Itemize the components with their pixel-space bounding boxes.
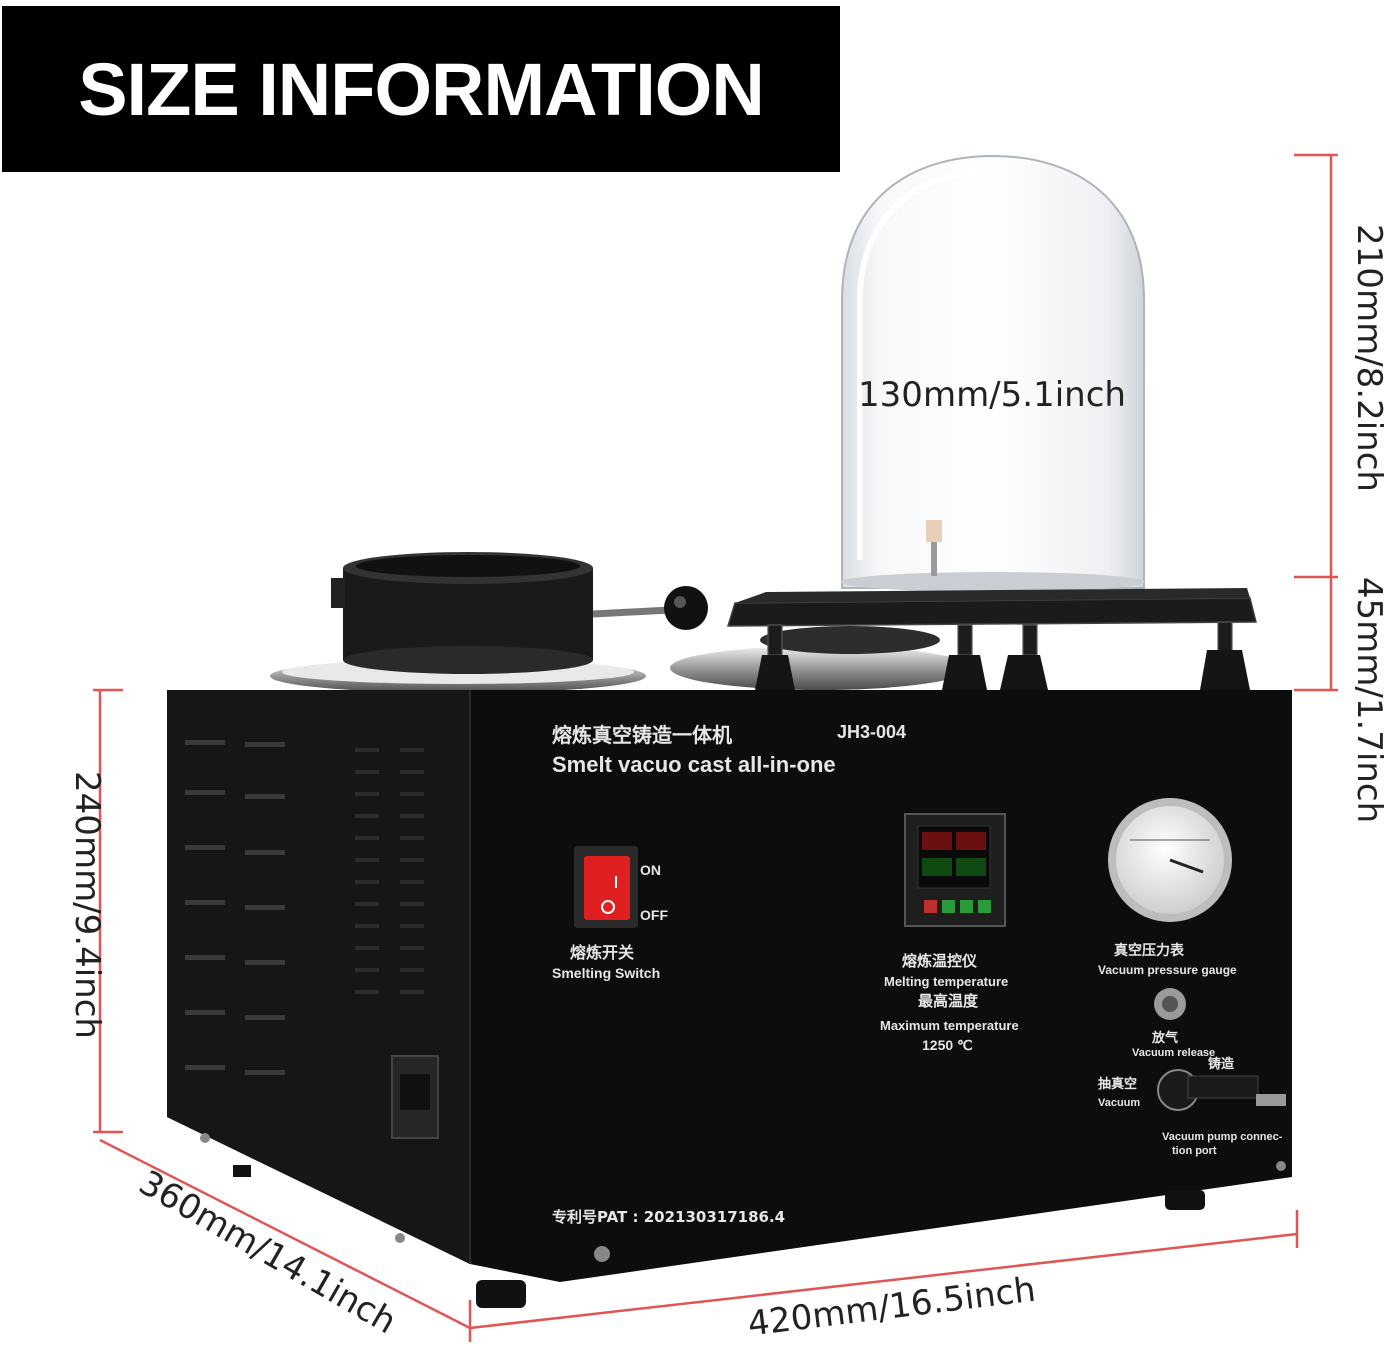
max-temp-value: 1250 ℃: [922, 1037, 973, 1053]
gauge-label-en: Vacuum pressure gauge: [1098, 963, 1237, 977]
vacuum-label-cn: 抽真空: [1098, 1076, 1137, 1092]
machine-body: [167, 690, 1292, 1308]
model-number: JH3-004: [837, 722, 906, 742]
switch-on-label: ON: [640, 862, 661, 878]
machine-name-cn: 熔炼真空铸造一体机: [552, 723, 732, 747]
release-label-cn: 放气: [1151, 1030, 1178, 1046]
vacuum-label-en: Vacuum: [1098, 1097, 1140, 1109]
pump-port-label-1: Vacuum pump connec-: [1162, 1131, 1283, 1143]
switch-off-label: OFF: [640, 907, 668, 923]
casting-label-cn: 铸造: [1208, 1056, 1235, 1072]
smelting-switch[interactable]: [584, 856, 630, 920]
release-label-en: Vacuum release: [1132, 1047, 1215, 1059]
body-height-label: 240mm/9.4inch: [67, 771, 107, 1039]
dome-width-label: 130mm/5.1inch: [858, 375, 1126, 415]
dome-height-label: 210mm/8.2inch: [1349, 224, 1389, 492]
gauge-label-cn: 真空压力表: [1114, 942, 1185, 959]
melting-pot: [270, 552, 708, 693]
switch-label-en: Smelting Switch: [552, 965, 660, 981]
machine-name-en: Smelt vacuo cast all-in-one: [552, 752, 836, 777]
pump-port-nozzle: [1256, 1094, 1286, 1106]
controller-label-en: Melting temperature: [884, 974, 1008, 989]
patent-number: 专利号PAT : 202130317186.4: [552, 1208, 785, 1226]
max-temp-label-cn: 最高温度: [918, 992, 979, 1010]
casting-platform: [670, 588, 1257, 690]
pump-port-label-2: tion port: [1172, 1145, 1217, 1157]
max-temp-label-en: Maximum temperature: [880, 1018, 1019, 1033]
title-banner: SIZE INFORMATION: [2, 6, 840, 172]
plate-height-label: 45mm/1.7inch: [1349, 577, 1389, 823]
controller-label-cn: 熔炼温控仪: [902, 952, 978, 970]
controller-buttons[interactable]: [924, 900, 991, 913]
vacuum-dome: [841, 154, 1145, 592]
page-title: SIZE INFORMATION: [78, 47, 765, 131]
switch-label-cn: 熔炼开关: [570, 943, 634, 962]
